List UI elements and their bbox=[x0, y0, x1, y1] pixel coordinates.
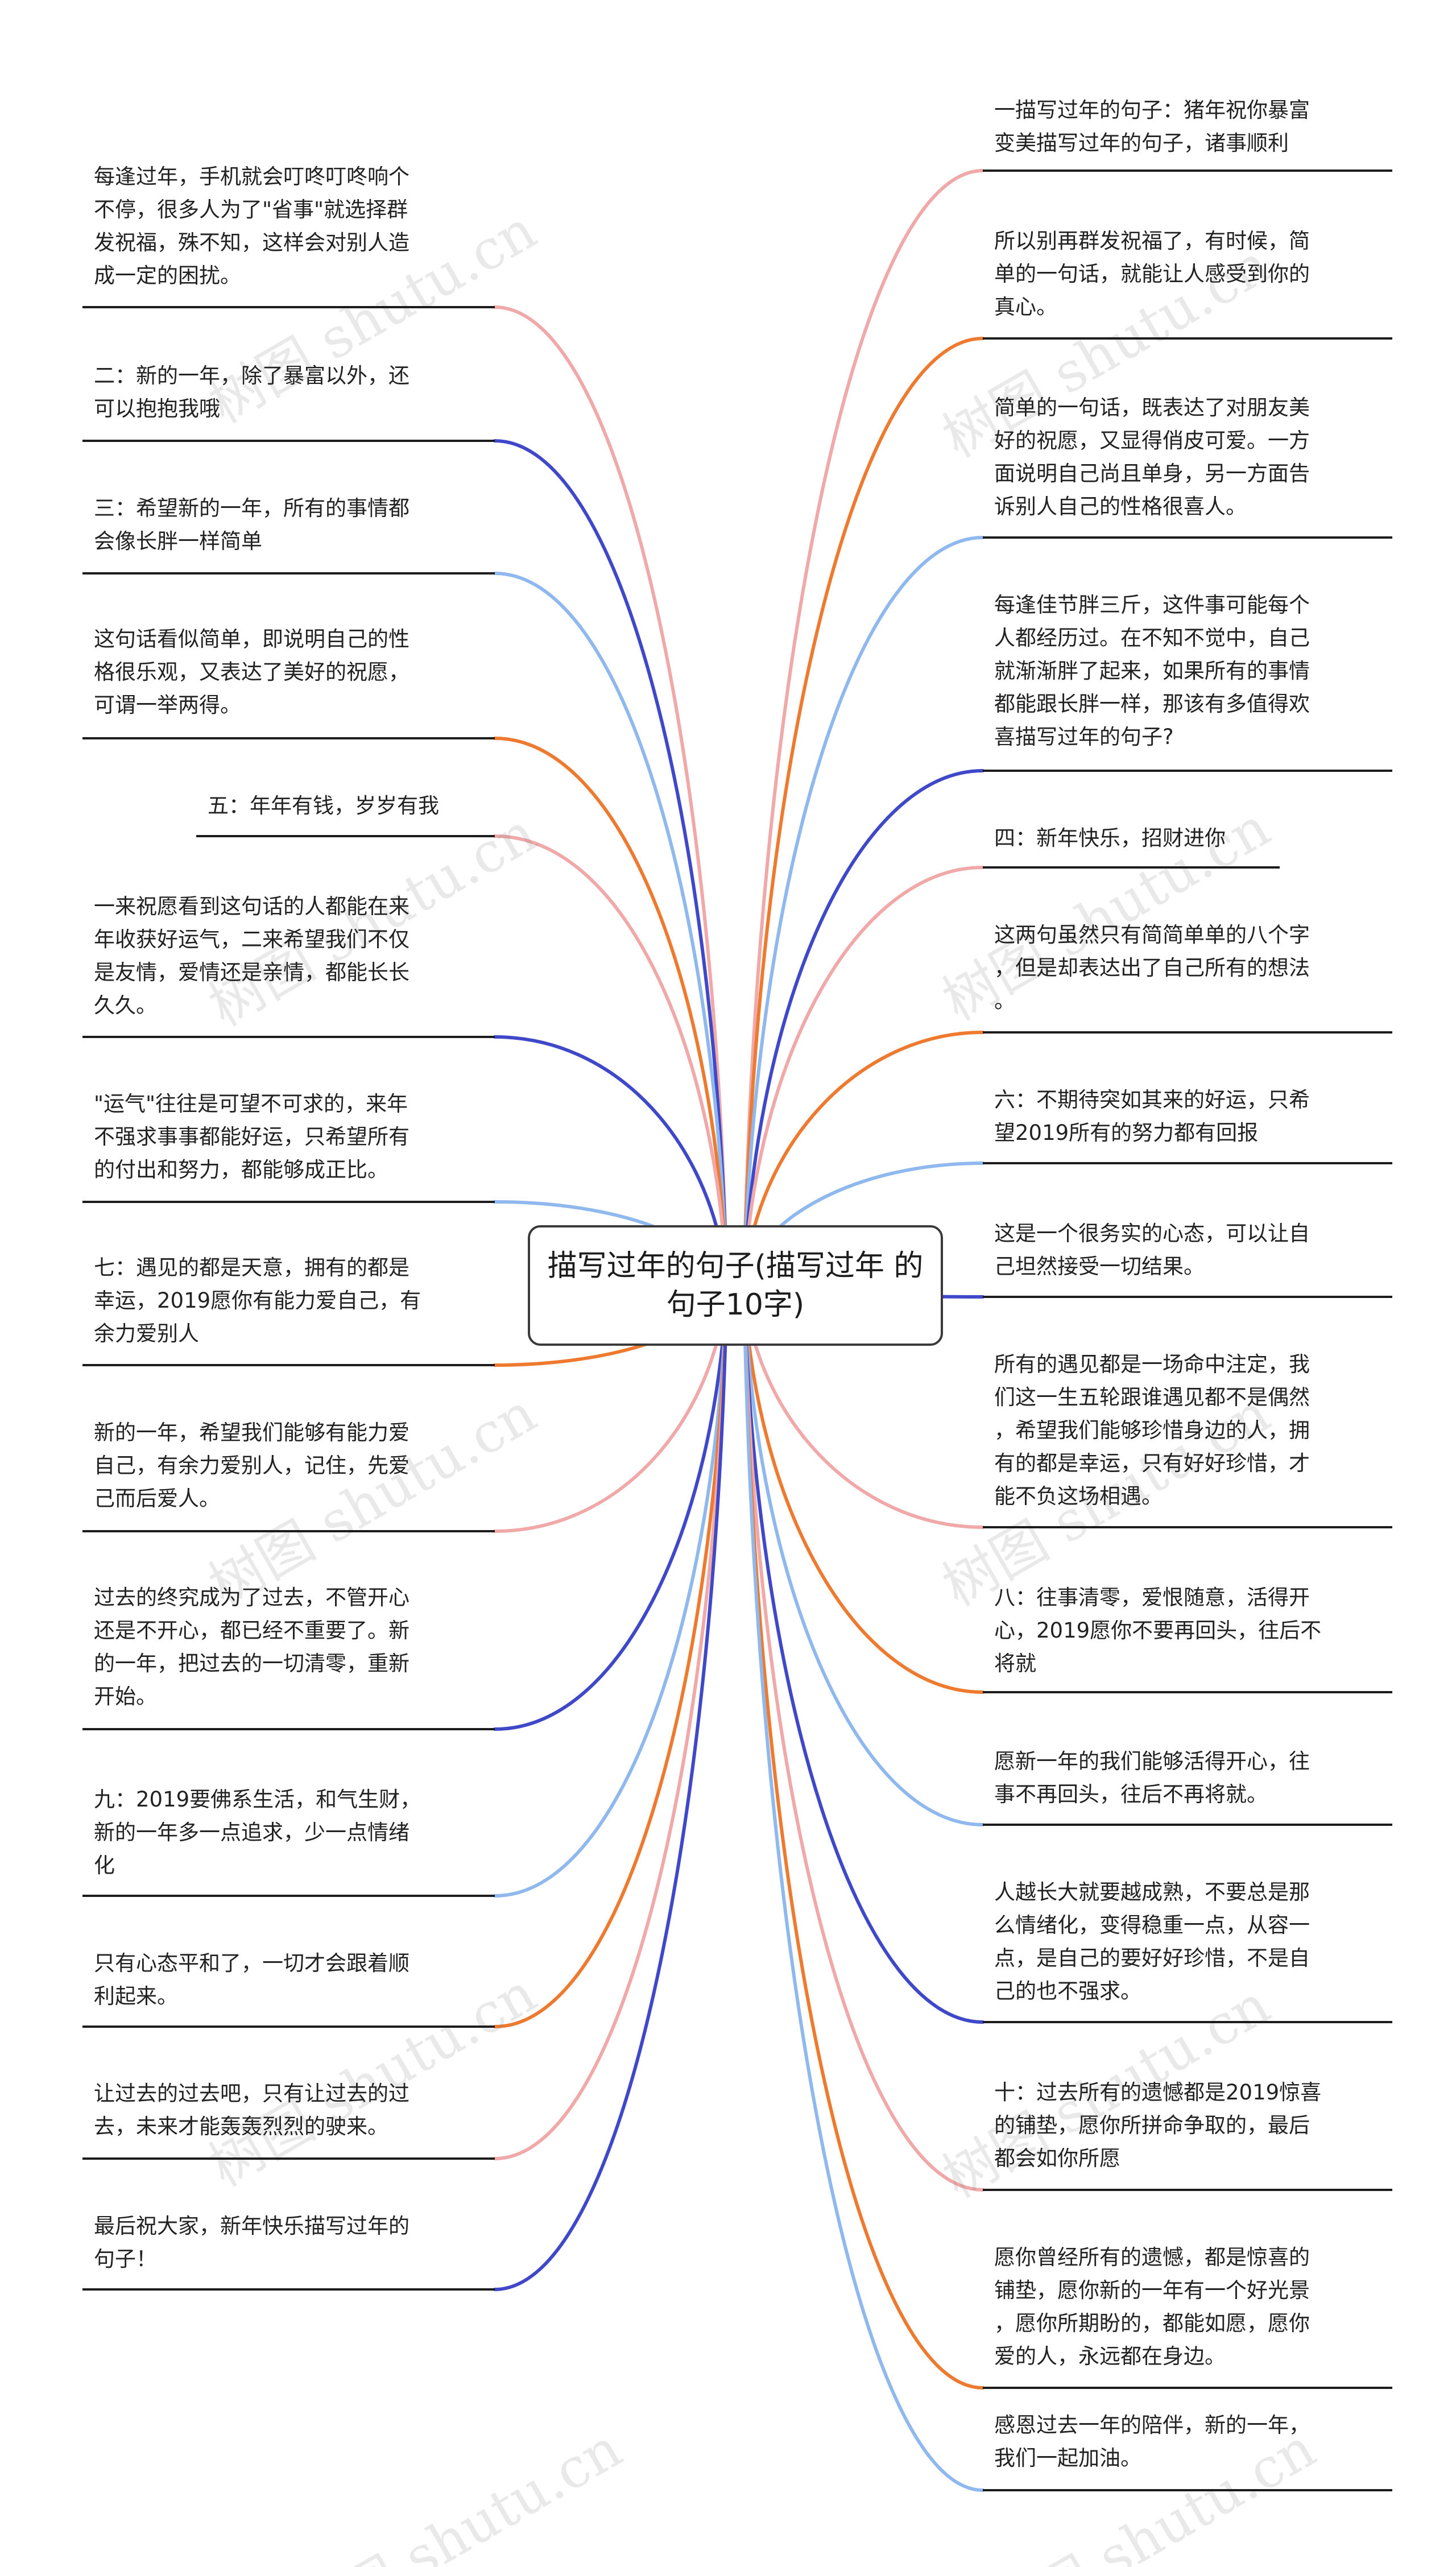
branch-link bbox=[742, 1284, 985, 2390]
right-topic-text[interactable]: 愿新一年的我们能够活得开心，往 事不再回头，往后不再将就。 bbox=[994, 1749, 1310, 1807]
right-topic-text[interactable]: 八：往事清零，爱恨随意，活得开 心，2019愿你不要再回头，往后不 将就 bbox=[994, 1585, 1322, 1676]
right-topic-text[interactable]: 十：过去所有的遗憾都是2019惊喜 的铺垫，愿你所拼命争取的，最后 都会如你所愿 bbox=[994, 2080, 1322, 2171]
right-topic-text[interactable]: 每逢佳节胖三斤，这件事可能每个 人都经历过。在不知不觉中，自己 就渐渐胖了起来，… bbox=[994, 593, 1310, 749]
left-topic-underline bbox=[82, 2026, 495, 2028]
right-topic-text[interactable]: 这是一个很务实的心态，可以让自 己坦然接受一切结果。 bbox=[994, 1221, 1310, 1279]
branch-link bbox=[493, 1284, 729, 2160]
left-topic-underline bbox=[82, 737, 495, 739]
left-topic-underline bbox=[82, 1530, 495, 1532]
branch-link bbox=[493, 737, 729, 1287]
right-topic-underline bbox=[983, 1526, 1392, 1528]
branch-link bbox=[493, 834, 729, 1287]
right-topic-text[interactable]: 这两句虽然只有简简单单的八个字 ，但是却表达出了自己所有的想法 。 bbox=[994, 923, 1310, 1013]
right-topic-underline bbox=[983, 2489, 1392, 2491]
left-topic-text[interactable]: 过去的终究成为了过去，不管开心 还是不开心，都已经不重要了。新 的一年，把过去的… bbox=[94, 1585, 410, 1709]
branch-link bbox=[742, 1284, 985, 2192]
right-topic-text[interactable]: 四：新年快乐，招财进你 bbox=[994, 826, 1226, 850]
right-topic-underline bbox=[983, 2021, 1392, 2023]
right-topic-underline bbox=[983, 2189, 1392, 2191]
left-topic-text[interactable]: 七：遇见的都是天意，拥有的都是 幸运，2019愿你有能力爱自己，有 余力爱别人 bbox=[94, 1255, 421, 1346]
right-topic-underline bbox=[983, 1296, 1392, 1298]
right-topic-underline bbox=[983, 1691, 1392, 1693]
left-topic-text[interactable]: 二：新的一年，除了暴富以外，还 可以抱抱我哦 bbox=[94, 363, 410, 421]
left-topic-underline bbox=[82, 2157, 495, 2160]
branch-link bbox=[493, 1284, 729, 1898]
left-topic-underline bbox=[82, 440, 495, 442]
right-topic-underline bbox=[983, 1824, 1392, 1826]
right-topic-text[interactable]: 六：不期待突如其来的好运，只希 望2019所有的努力都有回报 bbox=[994, 1088, 1310, 1145]
left-topic-text[interactable]: 最后祝大家，新年快乐描写过年的 句子！ bbox=[94, 2214, 410, 2271]
right-topic-text[interactable]: 感恩过去一年的陪伴，新的一年， 我们一起加油。 bbox=[994, 2413, 1310, 2470]
left-topic-text[interactable]: "运气"往往是可望不可求的，来年 不强求事事都能好运，只希望所有 的付出和努力，… bbox=[94, 1092, 410, 1182]
right-topic-text[interactable]: 一描写过年的句子：猪年祝你暴富 变美描写过年的句子，诸事顺利 bbox=[994, 98, 1310, 155]
branch-link bbox=[742, 866, 985, 1287]
left-topic-text[interactable]: 只有心态平和了，一切才会跟着顺 利起来。 bbox=[94, 1951, 410, 2008]
right-topic-underline bbox=[983, 170, 1392, 172]
branch-link bbox=[493, 1284, 729, 2291]
branch-link bbox=[493, 572, 729, 1287]
right-topic-underline bbox=[983, 866, 1280, 869]
left-topic-text[interactable]: 让过去的过去吧，只有让过去的过 去，未来才能轰轰烈烈的驶来。 bbox=[94, 2081, 410, 2139]
left-topic-text[interactable]: 每逢过年，手机就会叮咚叮咚响个 不停，很多人为了"省事"就选择群 发祝福，殊不知… bbox=[94, 164, 410, 288]
branch-link bbox=[742, 337, 985, 1287]
branch-link bbox=[742, 1284, 985, 2492]
central-topic[interactable]: 描写过年的句子(描写过年 的句子10字) bbox=[528, 1225, 943, 1346]
branch-link bbox=[742, 1284, 985, 1694]
right-topic-underline bbox=[983, 536, 1392, 539]
left-topic-text[interactable]: 一来祝愿看到这句话的人都能在来 年收获好运气，二来希望我们不仅 是友情，爱情还是… bbox=[94, 894, 410, 1018]
right-topic-underline bbox=[983, 1162, 1392, 1164]
left-topic-underline bbox=[82, 2288, 495, 2291]
right-topic-text[interactable]: 简单的一句话，既表达了对朋友美 好的祝愿，又显得俏皮可爱。一方 面说明自己尚且单… bbox=[994, 395, 1310, 519]
branch-link bbox=[742, 1284, 985, 2024]
left-topic-underline bbox=[82, 572, 495, 574]
right-topic-text[interactable]: 愿你曾经所有的遗憾，都是惊喜的 铺垫，愿你新的一年有一个好光景 ，愿你所期盼的，… bbox=[994, 2245, 1310, 2368]
right-topic-underline bbox=[983, 2387, 1392, 2389]
branch-link bbox=[493, 305, 729, 1287]
left-topic-underline bbox=[82, 1895, 495, 1897]
branch-link bbox=[742, 536, 985, 1287]
branch-link bbox=[493, 439, 729, 1287]
right-topic-text[interactable]: 所有的遇见都是一场命中注定，我 们这一生五轮跟谁遇见都不是偶然 ，希望我们能够珍… bbox=[994, 1352, 1310, 1508]
left-topic-underline bbox=[82, 306, 495, 308]
left-topic-underline bbox=[82, 1201, 495, 1203]
left-topic-text[interactable]: 这句话看似简单，即说明自己的性 格很乐观，又表达了美好的祝愿， 可谓一举两得。 bbox=[94, 627, 410, 717]
right-topic-underline bbox=[983, 770, 1392, 772]
branch-link bbox=[742, 769, 985, 1287]
left-topic-text[interactable]: 九：2019要佛系生活，和气生财， 新的一年多一点追求，少一点情绪 化 bbox=[94, 1787, 421, 1878]
left-topic-underline bbox=[82, 1728, 495, 1730]
right-topic-underline bbox=[983, 1031, 1392, 1034]
left-topic-text[interactable]: 新的一年，希望我们能够有能力爱 自己，有余力爱别人，记住，先爱 己而后爱人。 bbox=[94, 1420, 410, 1511]
left-topic-underline bbox=[82, 1364, 495, 1366]
branch-link bbox=[493, 1284, 729, 2028]
left-topic-text[interactable]: 五：年年有钱，岁岁有我 bbox=[208, 793, 439, 818]
branch-link bbox=[742, 169, 985, 1287]
right-topic-underline bbox=[983, 337, 1392, 340]
branch-link bbox=[742, 1284, 985, 1826]
left-topic-text[interactable]: 三：希望新的一年，所有的事情都 会像长胖一样简单 bbox=[94, 496, 410, 553]
branch-link bbox=[493, 1284, 729, 1731]
right-topic-text[interactable]: 人越长大就要越成熟，不要总是那 么情绪化，变得稳重一点，从容一 点，是自己的要好… bbox=[994, 1880, 1310, 2003]
left-topic-underline bbox=[196, 835, 495, 837]
left-topic-underline bbox=[82, 1036, 495, 1038]
right-topic-text[interactable]: 所以别再群发祝福了，有时候，简 单的一句话，就能让人感受到你的 真心。 bbox=[994, 229, 1310, 319]
